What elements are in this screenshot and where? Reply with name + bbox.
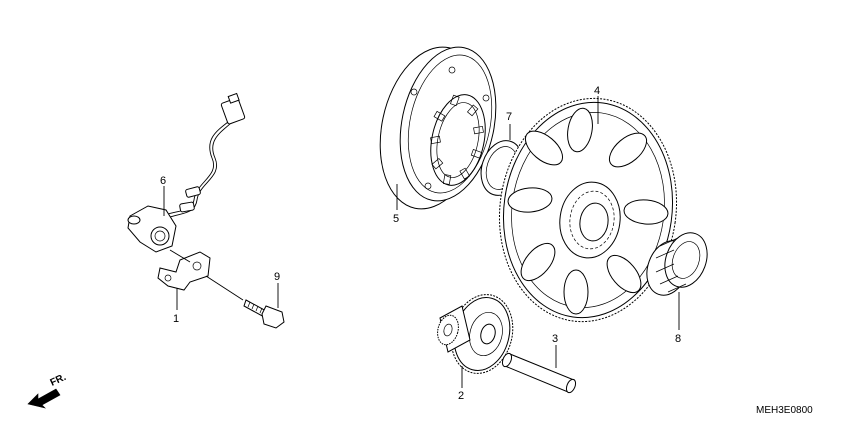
idle-gear-icon [437,294,514,374]
callout-2: 2 [458,390,464,402]
idle-shaft-icon [501,352,577,394]
stay-bracket-icon [157,251,211,291]
callout-9: 9 [274,271,280,283]
callout-3: 3 [552,333,558,345]
callout-8: 8 [675,333,681,345]
callout-7: 7 [506,111,512,123]
callout-4: 4 [594,85,600,97]
callout-6: 6 [160,175,166,187]
diagram-code: MEH3E0800 [756,405,813,416]
needle-bearing-icon [646,232,708,296]
driven-gear-icon [498,97,678,323]
callout-1: 1 [173,313,179,325]
one-way-clutch-icon [379,46,497,210]
bolt-icon [243,299,285,329]
callout-5: 5 [393,213,399,225]
sensor-with-cable-icon [127,92,246,253]
front-direction-arrow-icon [27,388,61,409]
front-label: FR. [49,372,68,389]
